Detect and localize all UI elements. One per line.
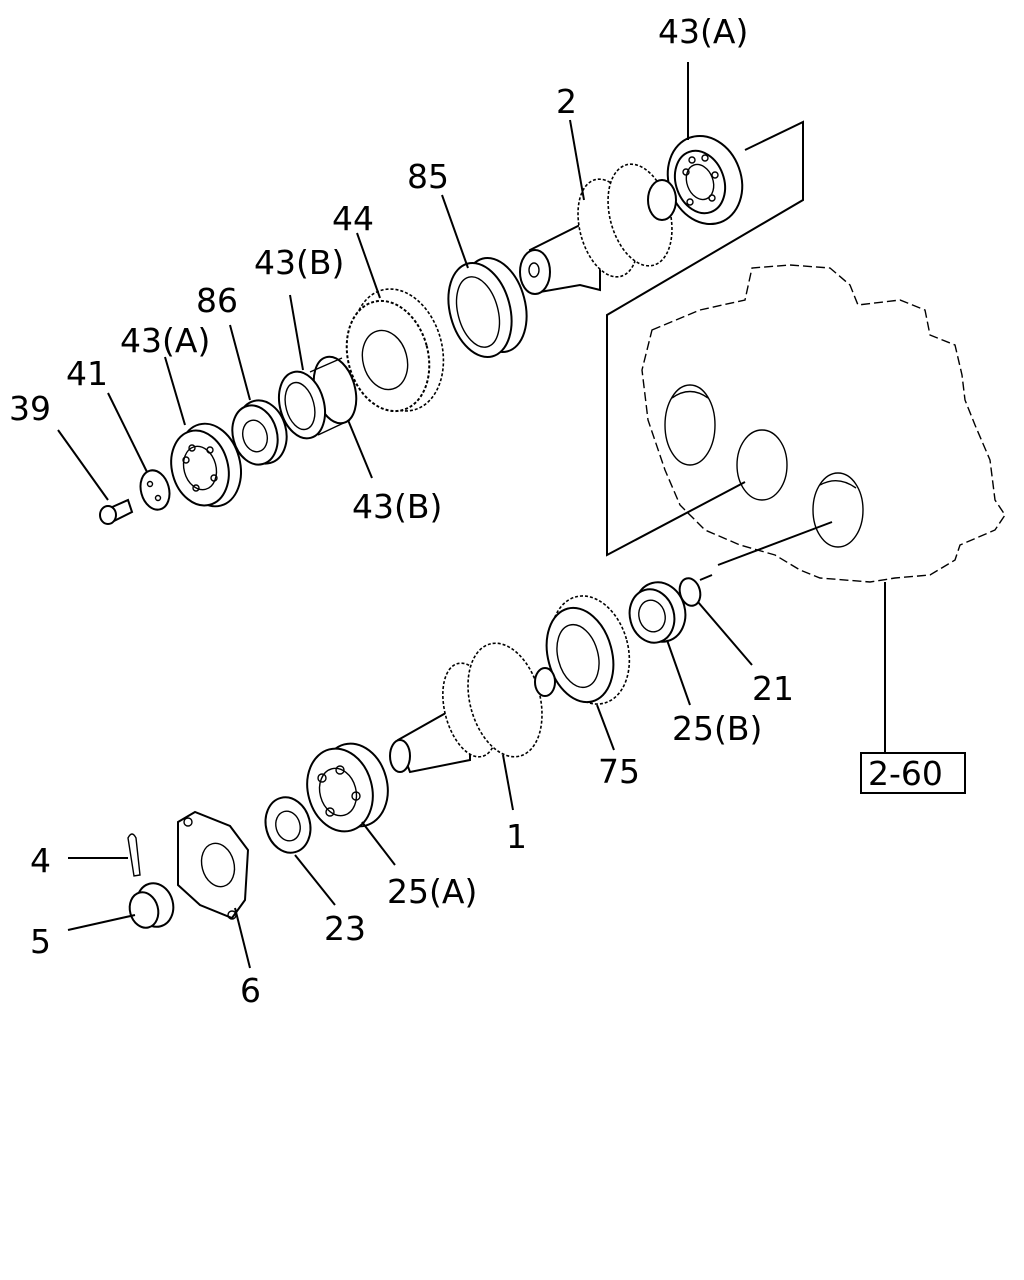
gear-75 [545, 595, 631, 705]
bearing-43a-top [666, 134, 744, 226]
callout-4: 4 [30, 841, 51, 880]
callout-85: 85 [407, 157, 449, 196]
reference-label: 2-60 [868, 754, 943, 793]
callout-43b-top: 43(B) [254, 243, 344, 282]
bearing-43a-left [170, 422, 242, 508]
sleeve-85 [447, 256, 528, 359]
countershaft-2 [519, 163, 677, 295]
callout-1: 1 [506, 817, 527, 856]
callout-25a: 25(A) [387, 872, 477, 911]
callout-43a-left: 43(A) [120, 321, 210, 360]
transmission-case [641, 264, 1006, 760]
reference-box[interactable]: 2-60 [860, 752, 966, 794]
gear-44 [345, 288, 445, 413]
spacer-86 [231, 399, 288, 466]
washer-41 [139, 469, 171, 511]
callout-44: 44 [332, 199, 374, 238]
callout-23: 23 [324, 909, 366, 948]
callout-5: 5 [30, 922, 51, 961]
callout-86: 86 [196, 281, 238, 320]
leader-lines [57, 62, 753, 969]
callout-41: 41 [66, 354, 108, 393]
callout-21: 21 [752, 669, 794, 708]
cotter-pin-4 [127, 833, 141, 877]
callout-25b: 25(B) [672, 709, 762, 748]
main-shaft-1 [389, 642, 556, 774]
flange-6 [177, 810, 250, 920]
nut-5 [128, 882, 175, 929]
bearing-25b [628, 581, 687, 644]
callout-43a-top: 43(A) [658, 12, 748, 51]
needle-bearing-43b [277, 355, 358, 440]
callout-6: 6 [240, 971, 261, 1010]
callout-43b-bottom: 43(B) [352, 487, 442, 526]
assembly-brackets [606, 120, 833, 581]
callout-2: 2 [556, 82, 577, 121]
bolt-39 [99, 498, 134, 525]
callout-75: 75 [598, 752, 640, 791]
callout-39: 39 [9, 389, 51, 428]
washer-23 [264, 796, 312, 854]
bearing-25a [306, 742, 389, 833]
callout-labels: 43(A) 2 85 44 43(B) 86 43(A) 41 39 43(B)… [9, 12, 794, 1010]
